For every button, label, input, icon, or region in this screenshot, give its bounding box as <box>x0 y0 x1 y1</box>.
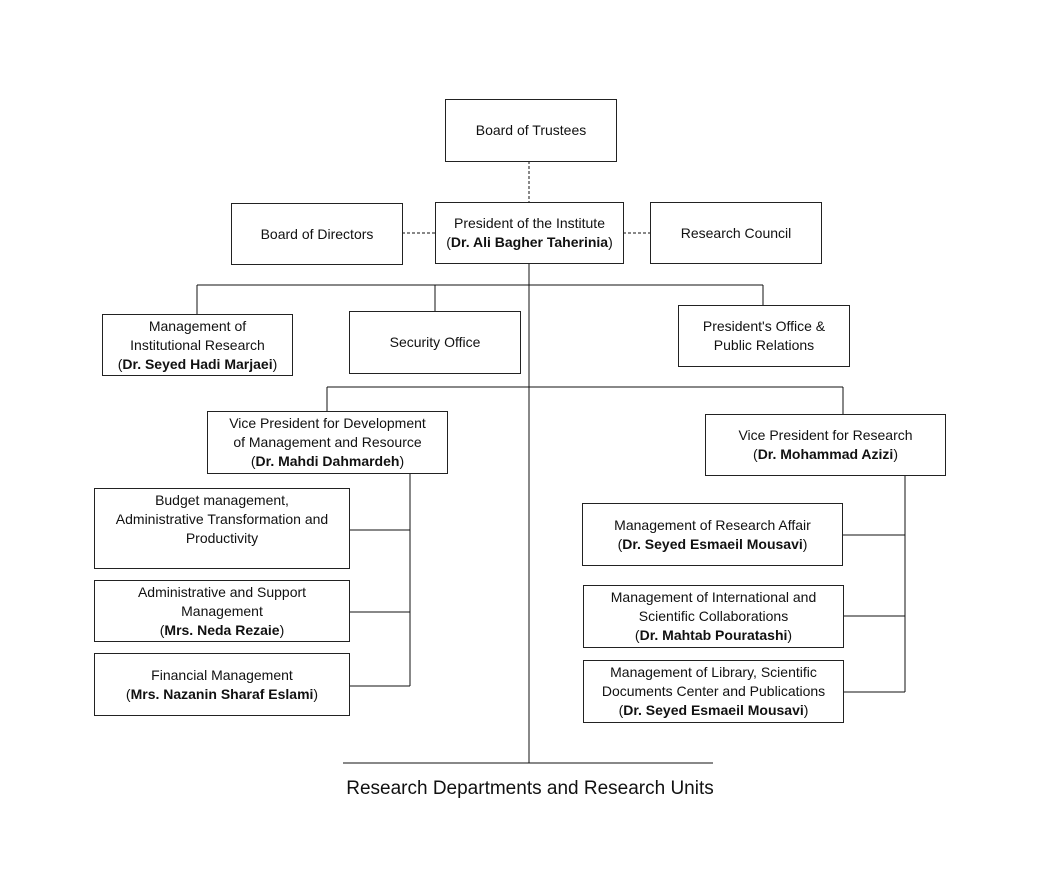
research-affair-box: Management of Research Affair (Dr. Seyed… <box>582 503 843 566</box>
person-name: Dr. Mahtab Pouratashi <box>639 627 788 643</box>
node-line: Board of Trustees <box>475 122 587 138</box>
node-line: Financial Management <box>151 666 293 683</box>
node-line: Administrative Transformation and <box>115 511 329 527</box>
node-person: (Dr. Seyed Hadi Marjaei) <box>117 355 278 372</box>
node-line: Board of Directors <box>260 225 374 242</box>
administrative-support-box: Administrative and Support Management (M… <box>94 580 350 642</box>
node-line: Management of Library, Scientific <box>610 664 817 680</box>
node-line: Productivity <box>185 530 259 546</box>
node-line: President's Office & <box>702 318 826 334</box>
node-person: (Dr. Mahdi Dahmardeh) <box>250 453 405 469</box>
node-person: (Dr. Seyed Esmaeil Mousavi) <box>617 535 808 552</box>
node-line: Security Office <box>389 334 481 350</box>
node-line: Management of Research Affair <box>614 516 811 533</box>
node-person: (Dr. Mohammad Azizi) <box>753 446 898 462</box>
international-collab-box: Management of International and Scientif… <box>583 585 844 648</box>
institutional-research-box: Management of Institutional Research (Dr… <box>102 314 293 376</box>
financial-management-box: Financial Management (Mrs. Nazanin Shara… <box>94 653 350 716</box>
president-box: President of the Institute (Dr. Ali Bagh… <box>435 202 624 264</box>
node-person: (Dr. Ali Bagher Taherinia) <box>446 234 613 250</box>
node-line: Management of <box>148 317 247 334</box>
vp-research-box: Vice President for Research (Dr. Mohamma… <box>705 414 946 476</box>
person-name: Dr. Seyed Esmaeil Mousavi <box>623 702 804 718</box>
node-line: Public Relations <box>713 337 815 353</box>
node-person: (Dr. Seyed Esmaeil Mousavi) <box>618 702 809 718</box>
vp-development-box: Vice President for Development of Manage… <box>207 411 448 474</box>
person-name: Dr. Mohammad Azizi <box>757 446 894 462</box>
security-office-box: Security Office <box>349 311 521 374</box>
library-box: Management of Library, Scientific Docume… <box>583 660 844 723</box>
node-person: (Mrs. Neda Rezaie) <box>159 621 285 638</box>
node-line: Budget management, <box>155 492 289 508</box>
node-line: Institutional Research <box>130 336 265 353</box>
person-name: Dr. Seyed Esmaeil Mousavi <box>622 535 803 552</box>
budget-management-box: Budget management, Administrative Transf… <box>94 488 350 569</box>
presidents-office-box: President's Office & Public Relations <box>678 305 850 367</box>
node-line: of Management and Resource <box>233 434 422 450</box>
research-departments-label: Research Departments and Research Units <box>346 778 714 799</box>
node-line: Research Council <box>680 224 792 241</box>
node-line: Vice President for Research <box>738 427 913 443</box>
node-line: Vice President for Development <box>229 415 426 431</box>
node-person: (Mrs. Nazanin Sharaf Eslami) <box>125 685 319 702</box>
person-name: Dr. Ali Bagher Taherinia <box>450 234 609 250</box>
person-name: Dr. Seyed Hadi Marjaei <box>122 355 273 372</box>
board-of-trustees-box: Board of Trustees <box>445 99 617 162</box>
person-name: Mrs. Nazanin Sharaf Eslami <box>130 685 314 702</box>
node-person: (Dr. Mahtab Pouratashi) <box>634 627 793 643</box>
research-council-box: Research Council <box>650 202 822 264</box>
node-line: President of the Institute <box>454 215 605 231</box>
person-name: Mrs. Neda Rezaie <box>164 621 280 638</box>
person-name: Dr. Mahdi Dahmardeh <box>255 453 400 469</box>
board-of-directors-box: Board of Directors <box>231 203 403 265</box>
node-line: Management <box>181 602 263 619</box>
node-line: Scientific Collaborations <box>638 608 789 624</box>
node-line: Documents Center and Publications <box>601 683 826 699</box>
node-line: Management of International and <box>610 589 817 605</box>
node-line: Administrative and Support <box>137 583 307 600</box>
